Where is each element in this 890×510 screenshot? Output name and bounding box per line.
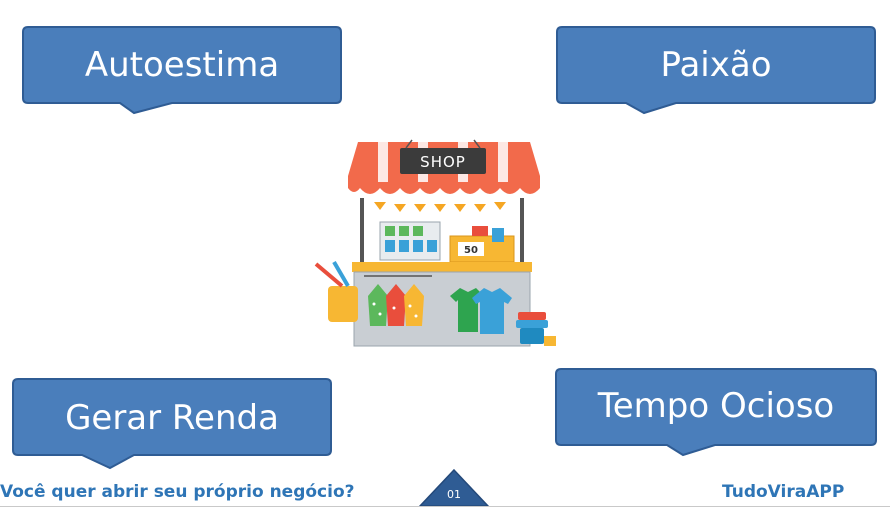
page-number: 01 xyxy=(447,488,461,501)
bubble-label-gerar-renda: Gerar Renda xyxy=(65,398,279,438)
bubble-tempo-ocioso: Tempo Ocioso xyxy=(555,368,877,457)
stacked-bowls xyxy=(516,312,556,346)
bubble-label-paixao: Paixão xyxy=(660,45,772,85)
footer-divider xyxy=(0,506,890,507)
bubble-paixao: Paixão xyxy=(556,26,876,115)
shop-sign-text: SHOP xyxy=(420,153,466,171)
bubble-gerar-renda: Gerar Renda xyxy=(12,378,332,470)
callout-shape xyxy=(556,26,876,115)
callout-shape xyxy=(22,26,342,115)
shop-sign xyxy=(400,148,486,174)
awning-scallops xyxy=(348,176,540,194)
price-tag-text: 50 xyxy=(464,245,478,256)
callout-shape xyxy=(555,368,877,457)
market-stall-illustration: SHOP 50 xyxy=(314,139,556,347)
footer-question: Você quer abrir seu próprio negócio? xyxy=(0,482,355,502)
footer-brand: TudoViraAPP xyxy=(722,482,845,502)
page-number-badge: 01 xyxy=(418,468,490,508)
bubble-label-autoestima: Autoestima xyxy=(84,45,280,85)
bubble-autoestima: Autoestima xyxy=(22,26,342,115)
callout-shape xyxy=(12,378,332,470)
bubble-label-tempo-ocioso: Tempo Ocioso xyxy=(597,386,835,426)
